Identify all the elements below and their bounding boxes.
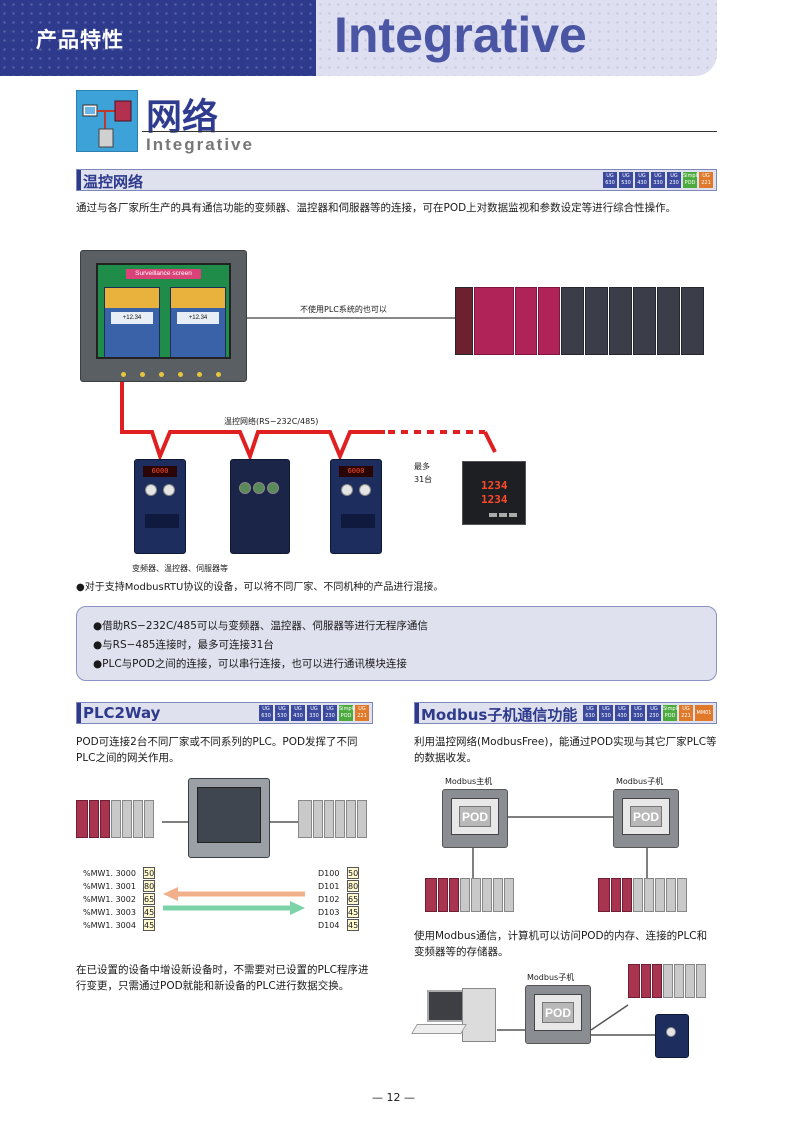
section-divider xyxy=(142,131,717,132)
pod-device xyxy=(188,778,270,858)
feature-item: ●PLC与POD之间的连接，可以串行连接，也可以进行通讯模块连接 xyxy=(93,658,407,670)
temp-network-heading-label: 温控网络 xyxy=(83,173,144,191)
modbus-description-2: 使用Modbus通信，计算机可以访问POD的内存、连接的PLC和变频器等的存储器… xyxy=(414,930,708,958)
max-label-1: 最多 xyxy=(414,462,430,471)
header-category-band: 产品特性 xyxy=(0,0,316,76)
inverter-2 xyxy=(230,459,290,554)
network-icon xyxy=(76,90,138,152)
max-label-2: 31台 xyxy=(414,475,433,484)
modbus-description: 利用温控网络(ModbusFree)，能通过POD实现与其它厂家PLC等的数据收… xyxy=(414,736,717,764)
register-value: 45 xyxy=(143,906,155,918)
feature-item: ●借助RS−232C/485可以与变频器、温控器、伺服器等进行无程序通信 xyxy=(93,620,428,632)
network-label: 温控网络(RS−232C/485) xyxy=(224,417,319,426)
header-category: 产品特性 xyxy=(36,28,124,52)
pod-screen: Surveillance screen +12.34 +12.34 xyxy=(96,263,231,359)
plc2way-heading-label: PLC2Way xyxy=(83,704,161,722)
plc-right xyxy=(298,800,378,838)
temp-network-description: 通过与各厂家所生产的具有通信功能的变频器、温控器和伺服器等的连接，可在POD上对… xyxy=(76,202,677,214)
modbus-note: ●对于支持ModbusRTU协议的设备，可以将不同厂家、不同机种的产品进行混接。 xyxy=(76,582,444,593)
pod-hmi-unit: Surveillance screen +12.34 +12.34 xyxy=(80,250,247,382)
features-box: ●借助RS−232C/485可以与变频器、温控器、伺服器等进行无程序通信 ●与R… xyxy=(76,606,717,681)
modbus-slave-label: Modbus子机 xyxy=(616,777,664,786)
header-banner-band: Integrative xyxy=(316,0,717,76)
plc-master-side xyxy=(425,878,520,912)
register-address: D100 xyxy=(318,869,340,878)
register-address: %MW1. 3000 xyxy=(83,869,136,878)
register-address: D101 xyxy=(318,882,340,891)
inverter-panel-left: +12.34 xyxy=(104,287,160,357)
inverter-1: 6000 xyxy=(134,459,186,554)
register-value: 45 xyxy=(143,919,155,931)
register-address: %MW1. 3001 xyxy=(83,882,136,891)
pod-slave: POD xyxy=(613,789,679,848)
register-address: D102 xyxy=(318,895,340,904)
plc-left xyxy=(76,800,162,838)
register-address: %MW1. 3004 xyxy=(83,921,136,930)
pod-master: POD xyxy=(442,789,508,848)
modbus-heading-label: Modbus子机通信功能 xyxy=(421,706,578,724)
register-value: 45 xyxy=(347,906,359,918)
inverter-small xyxy=(655,1014,689,1058)
header-banner: Integrative xyxy=(334,7,587,63)
page-number: — 12 — xyxy=(372,1091,415,1104)
pod-slave-2: POD xyxy=(525,985,591,1044)
plc2way-footer: 在已设置的设备中增设新设备时，不需要对已设置的PLC程序进行变更，只需通过POD… xyxy=(76,964,369,992)
register-value: 80 xyxy=(347,880,359,892)
modbus-master-label: Modbus主机 xyxy=(445,777,493,786)
plc-optional-note: 不使用PLC系统的也可以 xyxy=(300,305,387,314)
register-address: D104 xyxy=(318,921,340,930)
register-value: 50 xyxy=(143,867,155,879)
register-value: 65 xyxy=(347,893,359,905)
inverter-panel-right: +12.34 xyxy=(170,287,226,357)
register-address: %MW1. 3002 xyxy=(83,895,136,904)
register-value: 50 xyxy=(347,867,359,879)
feature-item: ●与RS−485连接时，最多可连接31台 xyxy=(93,639,274,651)
inverter-3: 6000 xyxy=(330,459,382,554)
register-value: 65 xyxy=(143,893,155,905)
plc2way-description: POD可连接2台不同厂家或不同系列的PLC。POD发挥了不同PLC之间的网关作用… xyxy=(76,736,358,764)
modbus-slave-label-2: Modbus子机 xyxy=(527,973,575,982)
section-subtitle: Integrative xyxy=(146,135,254,154)
device-caption: 变频器、温控器、伺服器等 xyxy=(132,564,228,573)
plc-slave-side xyxy=(598,878,698,912)
register-value: 80 xyxy=(143,880,155,892)
surveillance-screen-title: Surveillance screen xyxy=(126,269,201,279)
model-badge: MM01 xyxy=(695,705,713,721)
register-address: D103 xyxy=(318,908,340,917)
register-address: %MW1. 3003 xyxy=(83,908,136,917)
plc-connected xyxy=(628,964,716,998)
register-value: 45 xyxy=(347,919,359,931)
temperature-controller: 1234 1234 xyxy=(462,461,526,525)
